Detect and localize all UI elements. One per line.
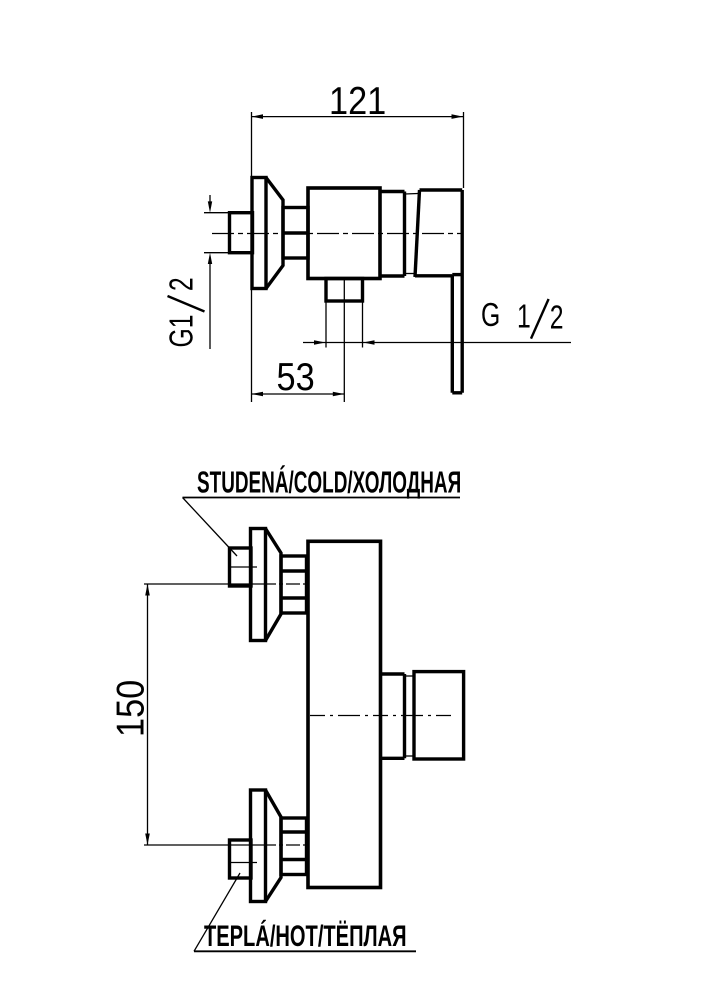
svg-text:STUDENÁ/COLD/ХОЛОДНАЯ: STUDENÁ/COLD/ХОЛОДНАЯ [197, 465, 461, 500]
svg-text:53: 53 [277, 355, 315, 399]
svg-text:121: 121 [329, 79, 386, 123]
svg-text:150: 150 [108, 680, 152, 737]
svg-text:1: 1 [517, 299, 531, 335]
svg-text:G: G [481, 298, 500, 334]
svg-text:2: 2 [550, 300, 564, 336]
svg-text:TEPLÁ/HOT/ТЁПЛАЯ: TEPLÁ/HOT/ТЁПЛАЯ [204, 919, 407, 953]
svg-text:G1: G1 [164, 314, 200, 347]
svg-text:2: 2 [164, 277, 200, 291]
